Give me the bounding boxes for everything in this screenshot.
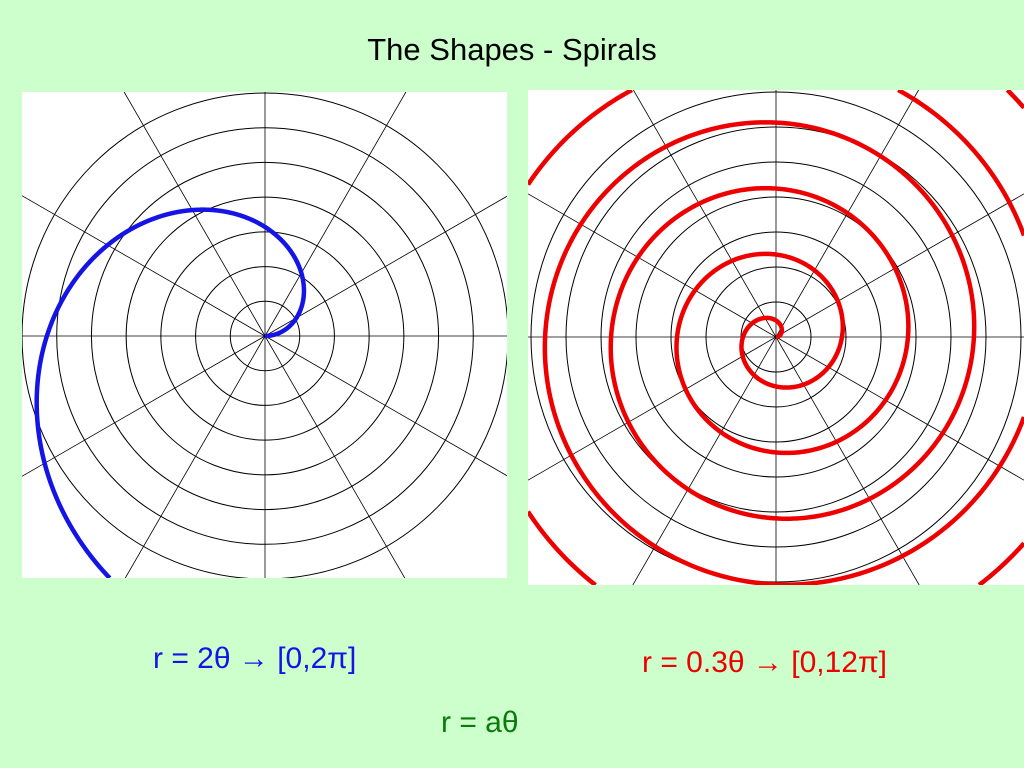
angular-gridline-120 [633, 90, 777, 338]
radial-gridline-2 [195, 266, 335, 406]
radial-gridline-4 [125, 196, 405, 476]
radial-gridline-6 [56, 127, 474, 545]
equation-left: r = 2θ → [0,2π] [153, 642, 357, 675]
polar-plot-right [528, 90, 1024, 585]
radial-gridline-7 [530, 91, 1022, 583]
radial-gridline-7 [22, 92, 507, 578]
angular-gridline-120 [123, 92, 266, 337]
angular-gridline-300 [775, 336, 920, 585]
spiral-curve-segment-1 [897, 90, 1024, 238]
radial-gridline-1 [229, 300, 301, 372]
radial-gridline-4 [635, 196, 917, 478]
angular-gridline-330 [775, 336, 1024, 481]
radial-gridline-6 [565, 126, 987, 548]
angular-gridline-60 [264, 92, 407, 337]
angular-gridline-240 [632, 336, 777, 585]
angular-gridline-210 [22, 335, 266, 477]
angular-gridline-150 [22, 195, 266, 337]
angular-gridline-30 [264, 195, 507, 337]
slide-title: The Shapes - Spirals [367, 32, 657, 67]
radial-gridline-2 [705, 266, 847, 408]
angular-gridline-300 [264, 335, 406, 578]
radial-gridline-5 [90, 161, 440, 511]
angular-gridline-150 [528, 193, 777, 338]
spiral-curve-segment-3 [528, 509, 597, 585]
radial-gridline-5 [600, 161, 952, 513]
polar-plot-right-svg [528, 90, 1024, 585]
angular-gridline-30 [775, 193, 1024, 338]
polar-plot-left [22, 92, 507, 578]
equation-general: r = aθ [441, 706, 519, 739]
polar-plot-left-svg [22, 92, 507, 578]
equation-right: r = 0.3θ → [0,12π] [642, 646, 887, 679]
spiral-curve-segment-2 [528, 90, 634, 187]
radial-gridline-3 [160, 231, 370, 441]
angular-gridline-330 [264, 335, 507, 477]
spiral-curve-segment-4 [977, 541, 1024, 585]
spiral-curve-segment-0 [542, 120, 1024, 585]
spiral-curve-segment-0 [34, 207, 307, 578]
spiral-curve-segment-5 [1005, 90, 1024, 110]
angular-gridline-240 [124, 335, 266, 578]
radial-gridline-3 [670, 231, 882, 443]
